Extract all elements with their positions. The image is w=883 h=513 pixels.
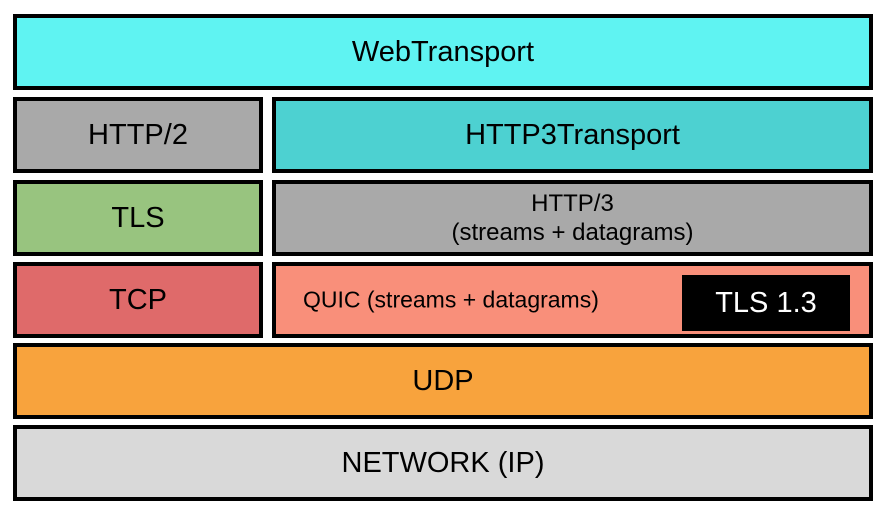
http3-label-group: HTTP/3 (streams + datagrams) bbox=[451, 189, 693, 248]
quic-label: QUIC (streams + datagrams) bbox=[303, 286, 599, 313]
udp-label: UDP bbox=[412, 364, 474, 397]
network-label: NETWORK (IP) bbox=[341, 446, 545, 479]
webtransport-layer: WebTransport bbox=[13, 14, 873, 90]
tls13-label: TLS 1.3 bbox=[715, 286, 817, 319]
webtransport-label: WebTransport bbox=[351, 35, 535, 68]
http2-label: HTTP/2 bbox=[88, 118, 188, 151]
udp-layer: UDP bbox=[13, 343, 873, 419]
http2-layer: HTTP/2 bbox=[13, 97, 263, 173]
http3-label-line2: (streams + datagrams) bbox=[451, 219, 694, 246]
tcp-label: TCP bbox=[109, 283, 167, 316]
http3transport-layer: HTTP3Transport bbox=[272, 97, 873, 173]
network-layer: NETWORK (IP) bbox=[13, 425, 873, 501]
http3-label-line1: HTTP/3 bbox=[531, 189, 614, 217]
tls13-badge: TLS 1.3 bbox=[682, 275, 850, 331]
quic-layer: QUIC (streams + datagrams) TLS 1.3 bbox=[272, 262, 873, 338]
http3-layer: HTTP/3 (streams + datagrams) bbox=[272, 180, 873, 256]
tcp-layer: TCP bbox=[13, 262, 263, 338]
http3transport-label: HTTP3Transport bbox=[465, 118, 680, 151]
tls-label: TLS bbox=[111, 201, 165, 234]
tls-layer: TLS bbox=[13, 180, 263, 256]
